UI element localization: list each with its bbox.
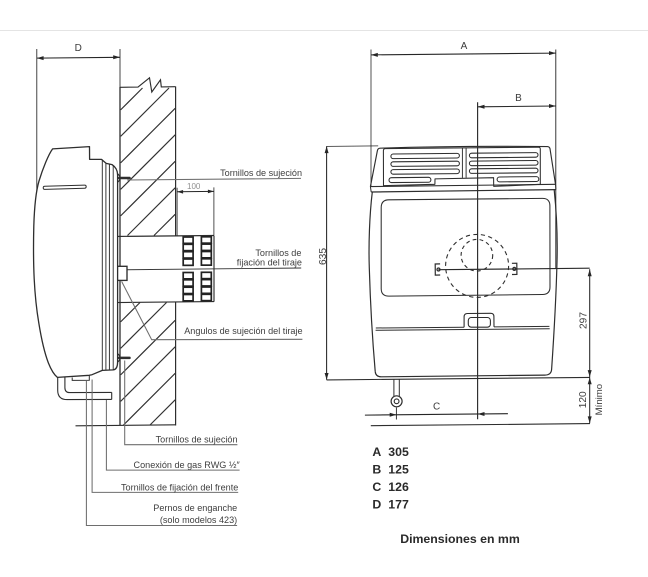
svg-text:C: C [372, 480, 381, 494]
svg-text:635: 635 [318, 248, 329, 265]
svg-text:A: A [461, 41, 468, 52]
svg-text:Dimensiones en mm: Dimensiones en mm [400, 532, 520, 546]
svg-text:Tornillos de sujeción: Tornillos de sujeción [156, 435, 238, 445]
svg-text:Tornillos de: Tornillos de [255, 248, 301, 258]
svg-text:177: 177 [388, 498, 409, 512]
svg-text:120: 120 [578, 391, 589, 408]
svg-text:B: B [372, 463, 381, 477]
svg-text:Tornillos de sujeción: Tornillos de sujeción [220, 168, 302, 178]
svg-text:297: 297 [578, 312, 589, 329]
svg-text:Tornillos de fijación del fren: Tornillos de fijación del frente [121, 482, 238, 492]
svg-text:D: D [372, 498, 381, 512]
svg-text:100: 100 [187, 182, 201, 191]
svg-text:126: 126 [388, 480, 409, 494]
svg-text:A: A [372, 445, 381, 459]
svg-text:B: B [515, 93, 522, 104]
svg-text:C: C [433, 402, 440, 413]
svg-text:fijación del tiraje: fijación del tiraje [237, 258, 302, 268]
svg-text:D: D [75, 43, 82, 54]
svg-text:(solo modelos 423): (solo modelos 423) [160, 515, 237, 525]
svg-text:Pernos de enganche: Pernos de enganche [153, 503, 237, 513]
svg-text:Angulos de sujeción del tiraje: Angulos de sujeción del tiraje [184, 326, 302, 336]
svg-text:305: 305 [388, 445, 409, 459]
svg-text:Mínimo: Mínimo [594, 384, 605, 415]
svg-text:Conexión de gas RWG ½″: Conexión de gas RWG ½″ [134, 460, 241, 470]
svg-text:125: 125 [388, 463, 409, 477]
